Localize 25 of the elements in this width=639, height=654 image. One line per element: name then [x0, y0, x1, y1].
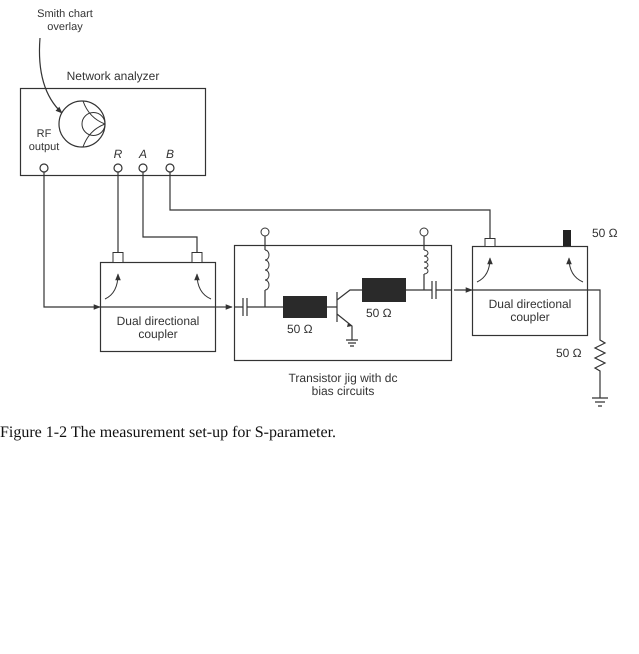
connector [142, 172, 198, 252]
port-label: B [164, 148, 175, 161]
impedance-value: 50 Ω [366, 306, 392, 320]
box-label: Dual directional coupler [488, 298, 572, 324]
connector [169, 172, 491, 238]
box-label: Transistor jig with dc bias circuits [288, 372, 398, 398]
leader-line [38, 38, 62, 114]
impedance-value: 50 Ω [287, 322, 313, 336]
resistor-value: 50 Ω [556, 346, 582, 360]
coupler-box [472, 230, 588, 336]
connector [117, 172, 119, 252]
port-label: A [138, 148, 148, 161]
smith-chart-icon [58, 100, 106, 148]
connector [454, 287, 473, 293]
connector [43, 172, 101, 310]
coupler-box [100, 252, 216, 352]
instrument-box [20, 68, 206, 176]
figure-caption: Figure 1-2 The measurement set-up for S-parameter. [0, 424, 336, 442]
connector [216, 304, 233, 310]
box-label: Dual directional coupler [116, 315, 200, 341]
termination-value: 50 Ω [592, 226, 618, 240]
box-title: Network analyzer [66, 70, 160, 83]
port-label: RF output [28, 128, 60, 154]
port-label: R [112, 148, 124, 161]
callout-text: Smith chart overlay [36, 8, 94, 34]
